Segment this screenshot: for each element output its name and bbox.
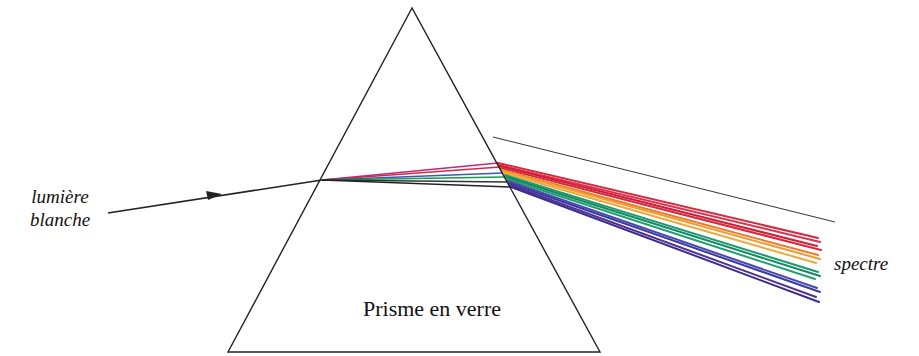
prism-label: Prisme en verre — [357, 296, 507, 321]
input-light-label: lumière blanche — [14, 186, 106, 232]
inner-rays — [322, 163, 511, 187]
spectrum-label: spectre — [834, 253, 914, 276]
spectrum-rays — [498, 163, 821, 302]
prism-node: Prisme en verre — [228, 8, 600, 352]
white-light-ray — [108, 180, 322, 213]
prism-triangle — [228, 8, 600, 352]
